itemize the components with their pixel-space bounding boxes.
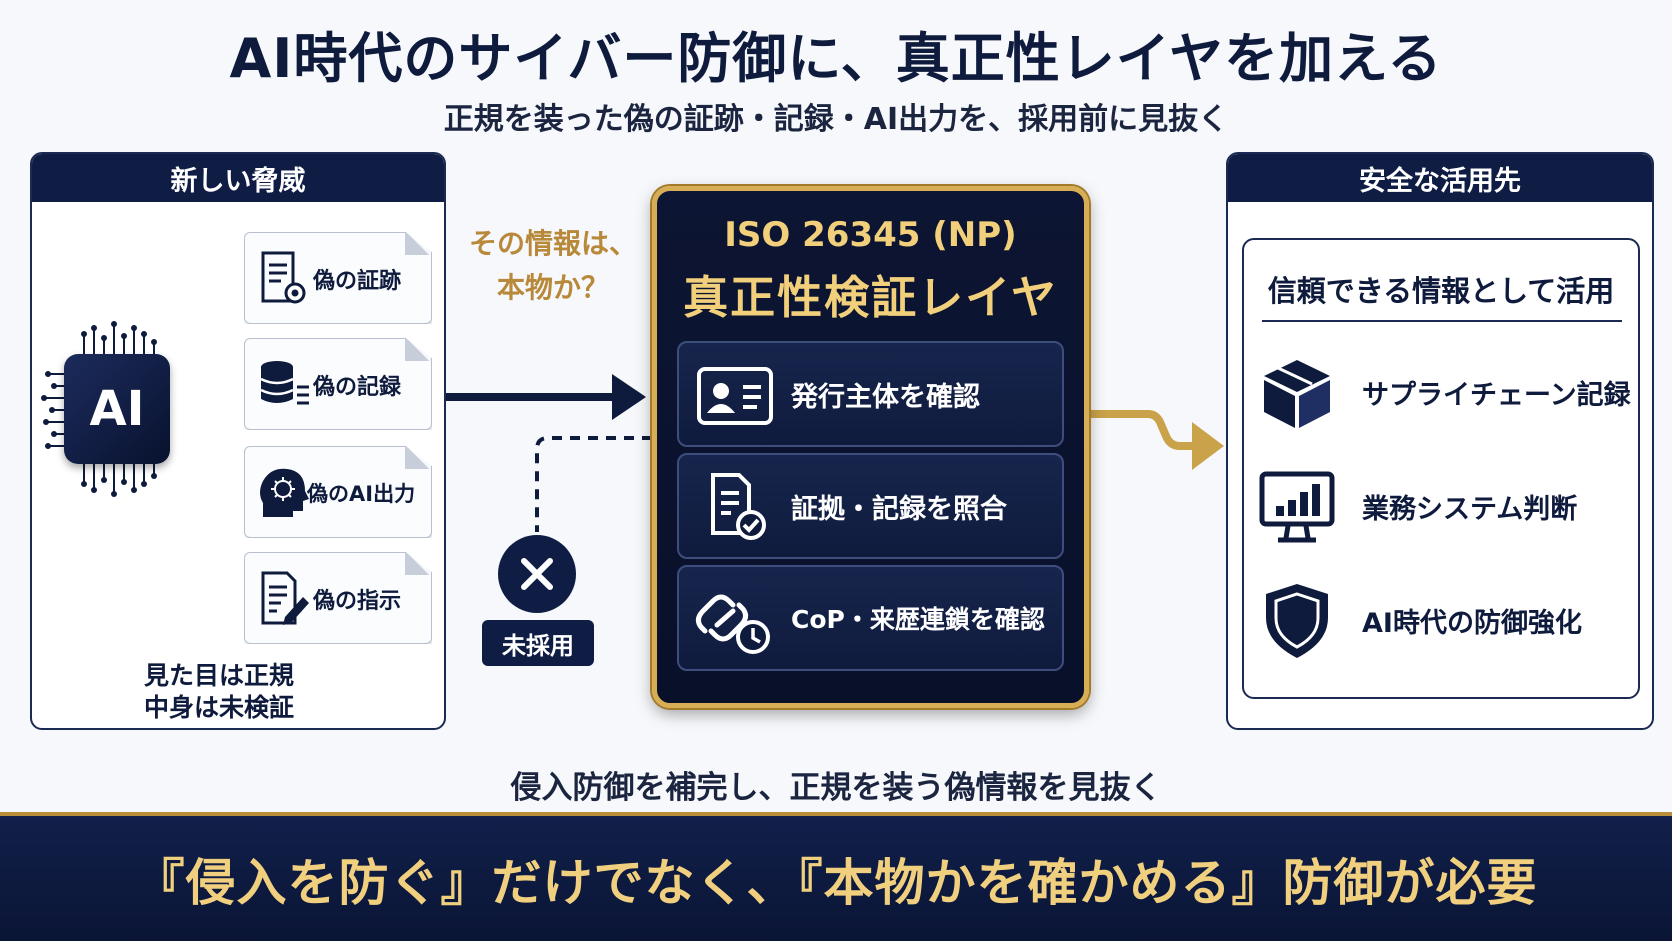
threat-card-fake-instructions: 偽の指示 (244, 552, 432, 644)
database-list-icon (260, 361, 309, 405)
threat-card-fake-evidence: 偽の証跡 (244, 232, 432, 324)
use-label: AI時代の防御強化 (1362, 607, 1582, 639)
authenticity-question: その情報は、 本物か？ (462, 222, 644, 310)
step-label: 証拠・記録を照合 (791, 493, 1007, 525)
standard-id: ISO 26345 (NP) (724, 215, 1017, 255)
monitor-chart-icon (1259, 471, 1335, 543)
step-match-evidence: 証拠・記録を照合 (677, 453, 1064, 559)
threat-note-line2: 中身は未検証 (144, 693, 295, 722)
forward-arrow (446, 374, 646, 420)
ai-chip: AI (40, 314, 188, 504)
threat-note-line1: 見た目は正規 (144, 661, 295, 690)
step-label: 発行主体を確認 (791, 381, 980, 413)
authenticity-layer-box: ISO 26345 (NP) 真正性検証レイヤ 発行主体を確認 証拠・記録を照合 (652, 186, 1089, 708)
threats-panel: 新しい脅威 AI (30, 152, 446, 730)
safe-uses-panel: 安全な活用先 信頼できる情報として活用 サプライチェーン記録 業務システム判断 (1226, 152, 1654, 730)
use-label: 業務システム判断 (1362, 493, 1578, 525)
threat-label: 偽のAI出力 (307, 482, 416, 506)
question-line1: その情報は、 (468, 227, 637, 260)
step-verify-provenance: CoP・来歴連鎖を確認 (677, 565, 1064, 671)
use-item-supply-chain: サプライチェーン記録 (1258, 352, 1638, 432)
document-pen-icon (261, 571, 309, 625)
page-title: AI時代のサイバー防御に、真正性レイヤを加える (229, 27, 1443, 90)
chip-pins-icon (41, 321, 157, 497)
certificate-document-icon (261, 251, 306, 304)
divider (1262, 320, 1622, 322)
threats-panel-heading: 新しい脅威 (32, 154, 444, 202)
step-label: CoP・来歴連鎖を確認 (791, 605, 1045, 634)
threat-label: 偽の指示 (313, 589, 402, 614)
threat-card-fake-records: 偽の記録 (244, 338, 432, 430)
id-card-icon (697, 367, 773, 425)
ai-chip-label: AI (89, 381, 145, 437)
document-check-icon (711, 473, 766, 540)
use-item-business-system: 業務システム判断 (1258, 466, 1638, 546)
chain-clock-icon (695, 594, 770, 654)
page-subtitle: 正規を装った偽の証跡・記録・AI出力を、採用前に見抜く (443, 102, 1229, 137)
threat-label: 偽の記録 (313, 375, 402, 400)
threat-label: 偽の証跡 (313, 269, 402, 294)
ai-head-icon (260, 468, 309, 517)
reject-path (535, 436, 652, 532)
use-item-ai-defense: AI時代の防御強化 (1258, 580, 1638, 660)
trusted-use-box: 信頼できる情報として活用 サプライチェーン記録 業務システム判断 (1242, 238, 1640, 699)
shield-icon (1266, 584, 1328, 658)
threat-note: 見た目は正規 中身は未検証 (144, 660, 294, 724)
safe-uses-heading: 安全な活用先 (1228, 154, 1652, 202)
reject-icon (498, 535, 576, 613)
trusted-use-heading: 信頼できる情報として活用 (1267, 274, 1615, 308)
box-icon (1264, 360, 1330, 428)
output-arrow (1090, 410, 1224, 470)
threat-card-fake-ai-output: 偽のAI出力 (244, 446, 432, 538)
reject-label: 未採用 (482, 620, 594, 666)
step-verify-issuer: 発行主体を確認 (677, 341, 1064, 447)
layer-title: 真正性検証レイヤ (683, 271, 1058, 324)
use-label: サプライチェーン記録 (1362, 379, 1631, 411)
footer-banner: 『侵入を防ぐ』だけでなく、『本物かを確かめる』防御が必要 (0, 812, 1672, 941)
footer-message: 『侵入を防ぐ』だけでなく、『本物かを確かめる』防御が必要 (134, 853, 1538, 912)
question-line2: 本物か？ (496, 271, 609, 304)
bottom-caption: 侵入防御を補完し、正規を装う偽情報を見抜く (510, 770, 1162, 806)
